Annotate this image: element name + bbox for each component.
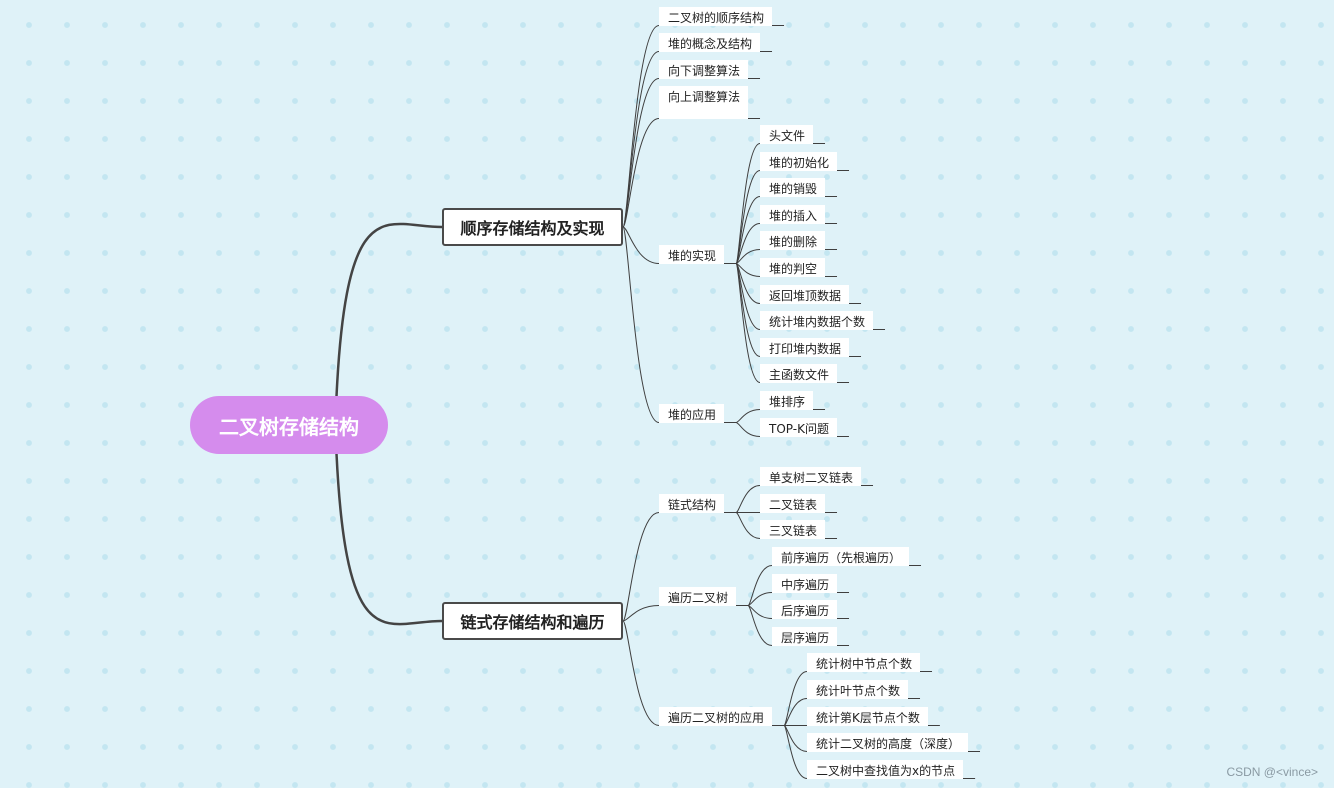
trav-levelorder[interactable]: 层序遍历 xyxy=(772,627,838,646)
topic-sift-down[interactable]: 向下调整算法 xyxy=(659,60,749,79)
trav-postorder[interactable]: 后序遍历 xyxy=(772,600,838,619)
topic-traversal-apps[interactable]: 遍历二叉树的应用 xyxy=(659,707,773,726)
impl-main-file[interactable]: 主函数文件 xyxy=(760,364,838,383)
app-heap-sort[interactable]: 堆排序 xyxy=(760,391,814,410)
topic-linked-structure[interactable]: 链式结构 xyxy=(659,494,725,513)
trav-preorder[interactable]: 前序遍历（先根遍历） xyxy=(772,547,910,566)
root-node[interactable]: 二叉树存储结构 xyxy=(190,396,388,454)
app-count-level-k[interactable]: 统计第K层节点个数 xyxy=(807,707,928,726)
csdn-watermark: CSDN @<vince> xyxy=(1226,765,1318,779)
sequential-storage-node[interactable]: 顺序存储结构及实现 xyxy=(442,208,623,246)
linked-storage-node[interactable]: 链式存储结构和遍历 xyxy=(442,602,623,640)
topic-heap-impl[interactable]: 堆的实现 xyxy=(659,245,725,264)
impl-header-file[interactable]: 头文件 xyxy=(760,125,814,144)
topic-traversal[interactable]: 遍历二叉树 xyxy=(659,587,737,606)
impl-heap-init[interactable]: 堆的初始化 xyxy=(760,152,838,171)
impl-heap-destroy[interactable]: 堆的销毁 xyxy=(760,178,826,197)
impl-heap-empty[interactable]: 堆的判空 xyxy=(760,258,826,277)
struct-ternary-list[interactable]: 三叉链表 xyxy=(760,520,826,539)
impl-heap-push[interactable]: 堆的插入 xyxy=(760,205,826,224)
app-top-k[interactable]: TOP-K问题 xyxy=(760,418,837,437)
struct-binary-list[interactable]: 二叉链表 xyxy=(760,494,826,513)
impl-heap-size[interactable]: 统计堆内数据个数 xyxy=(760,311,874,330)
topic-heap-apps[interactable]: 堆的应用 xyxy=(659,404,725,423)
app-count-leaves[interactable]: 统计叶节点个数 xyxy=(807,680,909,699)
trav-inorder[interactable]: 中序遍历 xyxy=(772,574,838,593)
topic-sequential-structure[interactable]: 二叉树的顺序结构 xyxy=(659,7,773,26)
app-count-nodes[interactable]: 统计树中节点个数 xyxy=(807,653,921,672)
struct-single-branch[interactable]: 单支树二叉链表 xyxy=(760,467,862,486)
impl-heap-pop[interactable]: 堆的删除 xyxy=(760,231,826,250)
impl-heap-print[interactable]: 打印堆内数据 xyxy=(760,338,850,357)
impl-heap-top[interactable]: 返回堆顶数据 xyxy=(760,285,850,304)
topic-sift-up[interactable]: 向上调整算法 xyxy=(659,86,749,119)
app-find-x[interactable]: 二叉树中查找值为x的节点 xyxy=(807,760,964,779)
app-tree-height[interactable]: 统计二叉树的高度（深度） xyxy=(807,733,969,752)
topic-heap-concept[interactable]: 堆的概念及结构 xyxy=(659,33,761,52)
